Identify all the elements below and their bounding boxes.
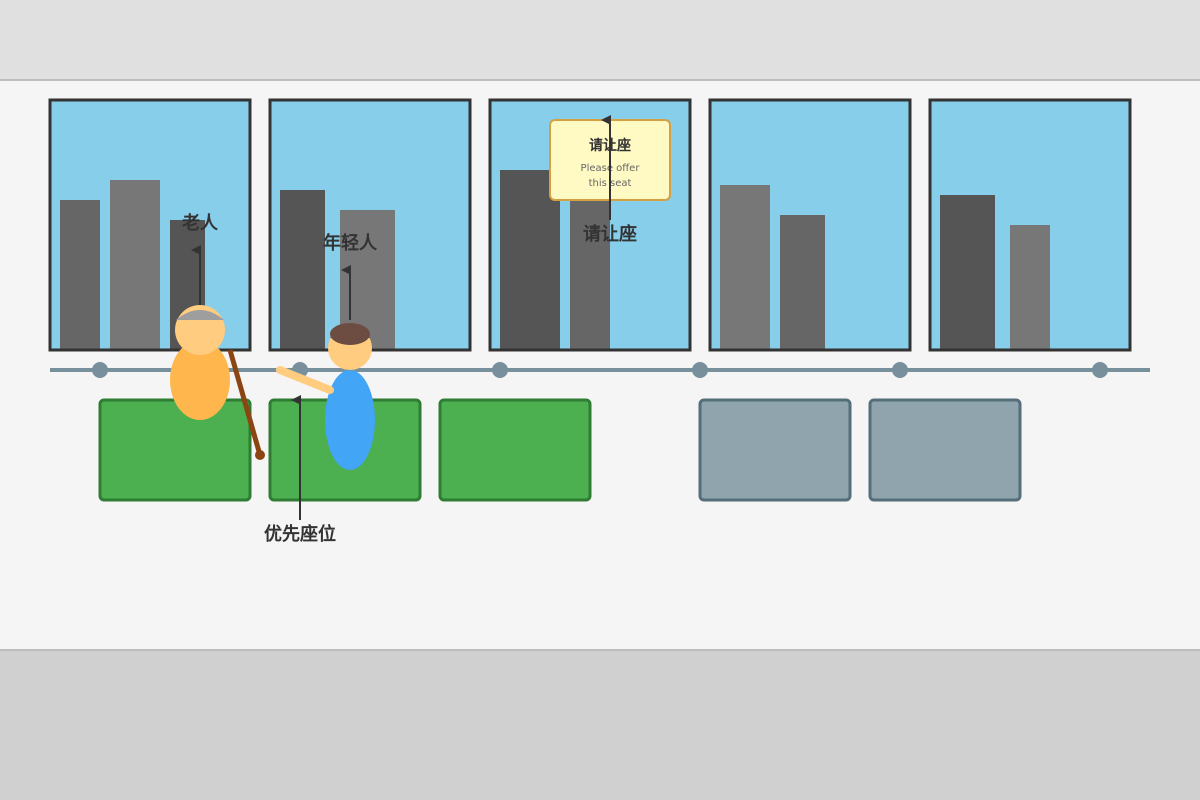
label-elderly: 老人: [182, 212, 219, 234]
regular-seat[interactable]: [868, 398, 1022, 502]
label-priority-seat: 优先座位: [264, 523, 336, 545]
young-arm: [276, 366, 334, 394]
window-2: [268, 98, 472, 352]
window-1: [48, 98, 252, 352]
building: [110, 180, 160, 350]
young-person: [276, 323, 375, 470]
building: [500, 170, 560, 350]
window-5: [928, 98, 1132, 352]
handrail-post: [92, 362, 108, 378]
building: [940, 195, 995, 350]
label-offer-seat: 请让座: [583, 223, 637, 245]
young-body: [325, 370, 375, 470]
building: [60, 200, 100, 350]
regular-seat[interactable]: [698, 398, 852, 502]
building: [1010, 225, 1050, 350]
elderly-body: [170, 340, 230, 420]
priority-seat[interactable]: [438, 398, 592, 502]
handrail-post: [692, 362, 708, 378]
ceiling: [0, 0, 1200, 80]
handrail-post: [892, 362, 908, 378]
young-hair-top: [330, 323, 370, 345]
building: [720, 185, 770, 350]
elderly-person: [170, 305, 265, 460]
cane-tip: [255, 450, 265, 460]
floor: [0, 650, 1200, 800]
priority-seat[interactable]: [98, 398, 252, 502]
building: [280, 190, 325, 350]
handrail-post: [1092, 362, 1108, 378]
window-4: [708, 98, 912, 352]
handrail-post: [492, 362, 508, 378]
building: [570, 200, 610, 350]
elderly-hair: [176, 310, 224, 320]
cane: [227, 349, 263, 456]
building: [780, 215, 825, 350]
label-young-person: 年轻人: [323, 232, 378, 254]
